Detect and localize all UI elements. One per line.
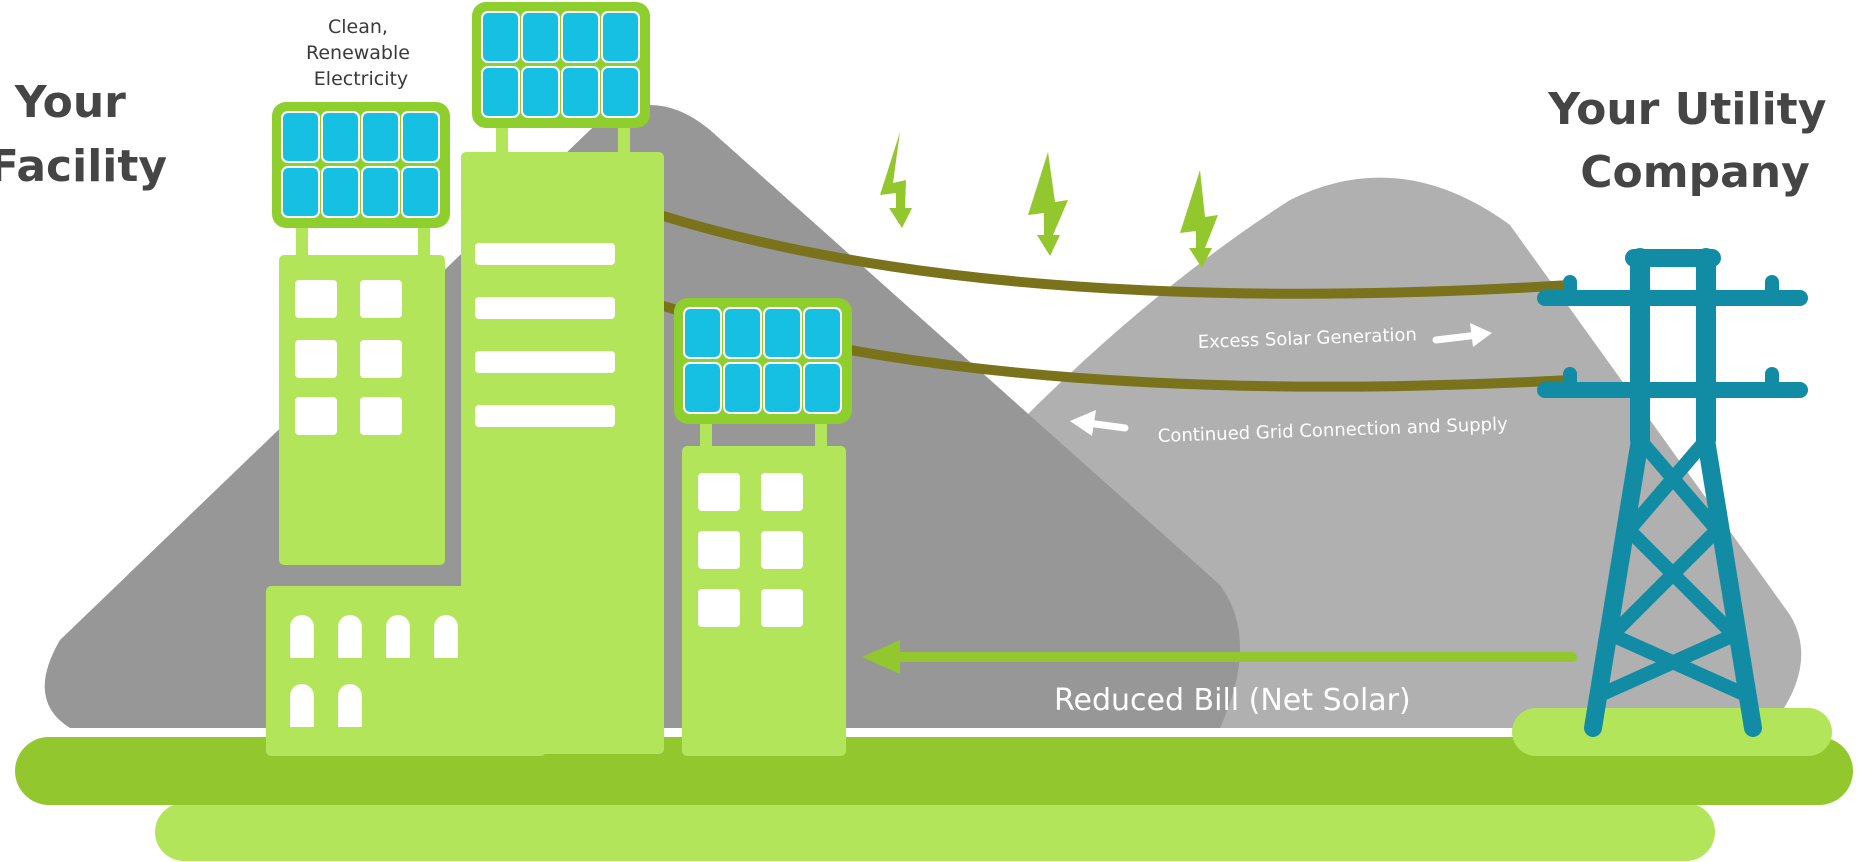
solar-panel-icon (272, 102, 450, 228)
transmission-tower-icon (1537, 248, 1808, 737)
ground-lower-band (155, 803, 1715, 861)
power-line-upper (655, 210, 1575, 299)
building-d (266, 586, 546, 756)
arrow-left-icon (1070, 410, 1129, 436)
solar-panel-icon (472, 2, 650, 128)
facility-buildings (266, 122, 846, 756)
reduced-bill-label: Reduced Bill (Net Solar) (1054, 683, 1411, 718)
lightning-bolt-icon (880, 132, 1218, 268)
solar-panel-icon (674, 298, 852, 424)
facility-heading: Your Facility (0, 77, 167, 192)
bill-arrow-icon (862, 640, 1577, 674)
tower-base-pad (1512, 708, 1832, 756)
utility-heading: Your Utility Company (1547, 84, 1841, 198)
arrow-right-icon (1432, 323, 1492, 347)
solar-caption: Clean, Renewable Electricity (306, 16, 416, 90)
